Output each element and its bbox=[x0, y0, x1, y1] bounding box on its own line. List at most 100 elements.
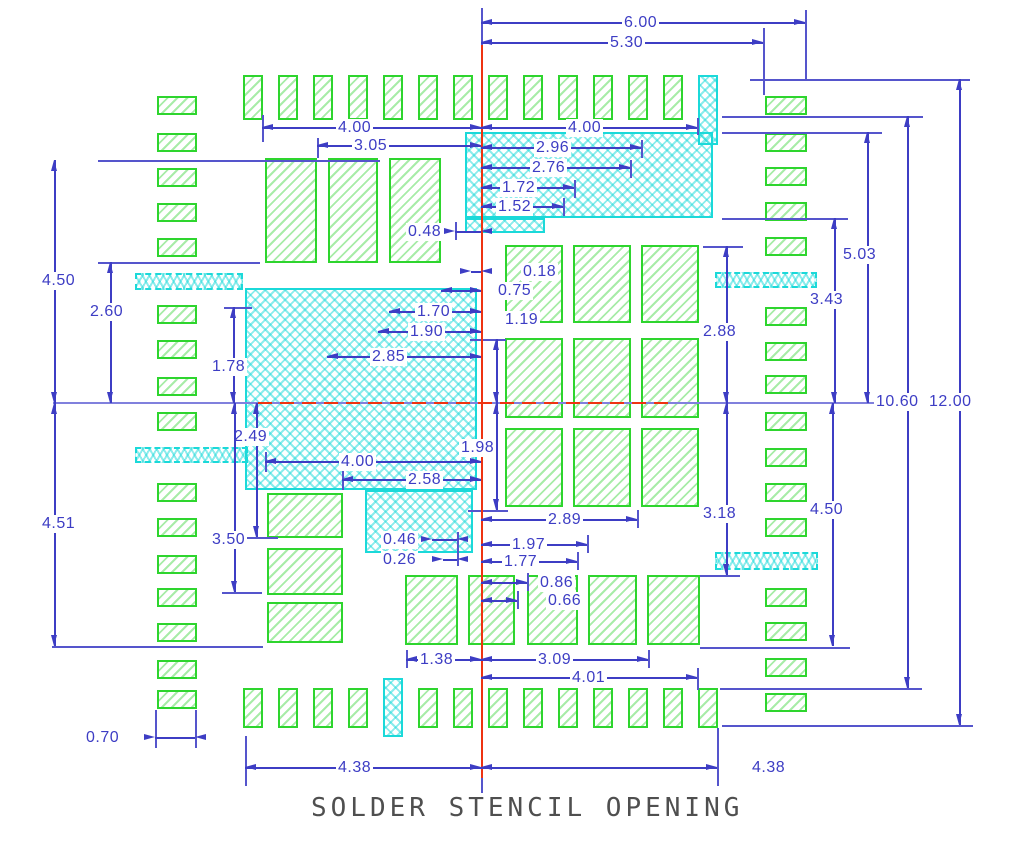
stencil-opening-grid bbox=[573, 428, 631, 507]
dimension-label: 2.85 bbox=[370, 348, 408, 366]
dimension-2.88 bbox=[723, 246, 729, 257]
stencil-pad bbox=[348, 688, 368, 728]
dimension-label: 6.00 bbox=[622, 14, 660, 32]
dimension-label: 2.76 bbox=[530, 159, 568, 177]
dimension-0.86 bbox=[481, 582, 527, 584]
extension-line bbox=[805, 10, 807, 80]
dimension-label: 1.78 bbox=[210, 358, 248, 376]
extension-line bbox=[468, 510, 508, 512]
dimension-1.98 bbox=[493, 499, 499, 510]
extension-line bbox=[750, 79, 970, 81]
centerline-vertical bbox=[481, 778, 483, 793]
dimension-3.05 bbox=[470, 142, 481, 148]
stencil-pad bbox=[698, 688, 718, 728]
stencil-pad bbox=[765, 412, 807, 431]
dimension-4.50 bbox=[832, 403, 834, 646]
stencil-pad bbox=[348, 75, 368, 120]
stencil-pad bbox=[157, 518, 197, 537]
dimension-0.46 bbox=[421, 536, 432, 542]
dimension-6.00 bbox=[481, 19, 492, 25]
stencil-opening-grid bbox=[641, 338, 699, 418]
extension-line bbox=[630, 160, 632, 178]
dimension-0.66 bbox=[481, 597, 492, 603]
dimension-1.98 bbox=[493, 403, 499, 414]
dimension-1.77 bbox=[481, 558, 492, 564]
dimension-2.58 bbox=[470, 476, 481, 482]
dimension-label: 4.38 bbox=[750, 759, 788, 777]
dimension-4.38 bbox=[706, 764, 717, 770]
crosshatch-pad bbox=[698, 75, 718, 145]
stencil-pad bbox=[488, 75, 508, 120]
dimension-label: 1.77 bbox=[502, 553, 540, 571]
stencil-opening-grid bbox=[573, 338, 631, 418]
dimension-1.97 bbox=[576, 541, 587, 547]
dimension-4.00 bbox=[481, 124, 492, 130]
dimension-1.19 bbox=[496, 339, 498, 403]
dimension-4.00 bbox=[686, 124, 697, 130]
dimension-12.00 bbox=[956, 714, 962, 725]
stencil-pad bbox=[765, 167, 807, 186]
stencil-pad bbox=[157, 238, 197, 257]
stencil-opening-grid bbox=[641, 245, 699, 323]
extension-line bbox=[245, 736, 247, 786]
dimension-1.78 bbox=[230, 392, 236, 403]
extension-line bbox=[155, 710, 157, 748]
stencil-pad bbox=[278, 688, 298, 728]
dimension-label: 0.70 bbox=[84, 729, 122, 747]
dimension-2.58 bbox=[342, 476, 353, 482]
dimension-1.38 bbox=[406, 656, 417, 662]
stencil-pad bbox=[523, 688, 543, 728]
extension-line bbox=[637, 510, 639, 528]
extension-line bbox=[720, 688, 922, 690]
dimension-3.05 bbox=[317, 145, 481, 147]
dimension-0.75 bbox=[441, 290, 481, 292]
dimension-label: 2.88 bbox=[701, 323, 739, 341]
centerline-vertical-red bbox=[481, 45, 483, 778]
dimension-3.18 bbox=[723, 403, 729, 414]
dimension-label: 4.00 bbox=[339, 453, 377, 471]
dimension-4.00 bbox=[265, 458, 276, 464]
dimension-1.98 bbox=[496, 403, 498, 510]
dimension-0.46 bbox=[432, 539, 457, 541]
dimension-label: 4.00 bbox=[566, 119, 604, 137]
stencil-opening-medium bbox=[588, 575, 637, 645]
extension-line bbox=[648, 650, 650, 668]
dimension-label: 4.38 bbox=[336, 759, 374, 777]
dimension-5.03 bbox=[864, 392, 870, 403]
dimension-label: 0.48 bbox=[406, 223, 444, 241]
dimension-2.49 bbox=[256, 403, 258, 537]
dimension-3.09 bbox=[637, 656, 648, 662]
stencil-opening-medium bbox=[468, 575, 515, 645]
dimension-2.85 bbox=[327, 353, 338, 359]
extension-line bbox=[697, 668, 699, 690]
dimension-0.26 bbox=[443, 559, 457, 561]
dimension-10.60 bbox=[904, 116, 910, 127]
dimension-4.50 bbox=[829, 635, 835, 646]
stencil-pad bbox=[278, 75, 298, 120]
centerline-vertical bbox=[481, 8, 483, 45]
dimension-2.96 bbox=[630, 144, 641, 150]
dimension-1.52 bbox=[552, 203, 563, 209]
stencil-pad bbox=[157, 412, 197, 431]
stencil-pad bbox=[765, 342, 807, 361]
dimension-2.85 bbox=[470, 353, 481, 359]
extension-line bbox=[700, 575, 740, 577]
dimension-2.60 bbox=[107, 392, 113, 403]
stencil-pad bbox=[453, 75, 473, 120]
dimension-label: 0.26 bbox=[381, 551, 419, 569]
stencil-opening-grid bbox=[505, 338, 563, 418]
extension-line bbox=[722, 116, 923, 118]
dimension-0.18 bbox=[460, 268, 471, 274]
stencil-pad bbox=[663, 688, 683, 728]
dimension-1.70 bbox=[470, 308, 481, 314]
extension-line bbox=[224, 307, 252, 309]
dimension-0.70 bbox=[155, 737, 195, 739]
stencil-pad bbox=[765, 658, 807, 677]
dimension-1.77 bbox=[566, 558, 577, 564]
stencil-pad bbox=[765, 202, 807, 221]
dimension-0.48 bbox=[455, 231, 481, 233]
extension-line bbox=[222, 592, 262, 594]
dimension-label: 2.49 bbox=[232, 428, 270, 446]
dimension-label: 4.01 bbox=[570, 669, 608, 687]
dimension-label: 2.89 bbox=[546, 511, 584, 529]
